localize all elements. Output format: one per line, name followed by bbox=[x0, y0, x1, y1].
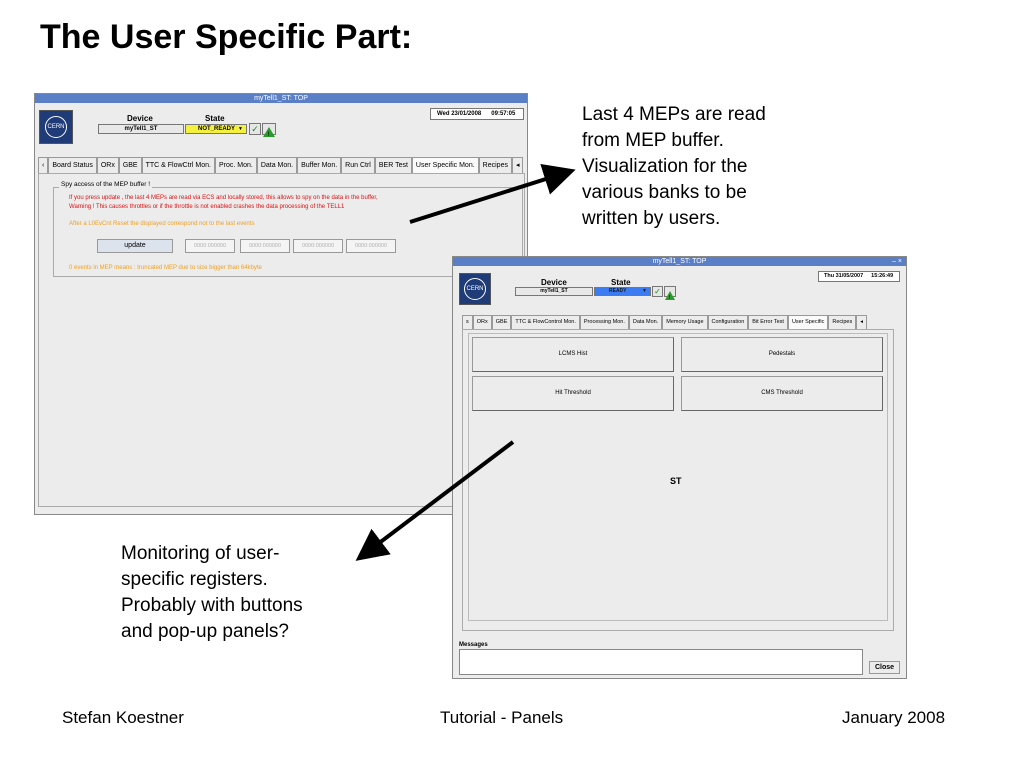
tab-scroll-right[interactable]: ◂ bbox=[856, 315, 867, 329]
tab-user-specific[interactable]: User Specific bbox=[787, 315, 829, 329]
date-time-box: Thu 31/05/2007 15:26:49 bbox=[818, 271, 900, 282]
tab-gbe[interactable]: GBE bbox=[118, 157, 142, 173]
cms-threshold-button[interactable]: CMS Threshold bbox=[681, 376, 883, 411]
window-controls[interactable]: – × bbox=[892, 258, 902, 265]
tab-data-mon[interactable]: Data Mon. bbox=[628, 315, 663, 329]
tab-ttc-flowctrl[interactable]: TTC & FlowCtrl Mon. bbox=[141, 157, 215, 173]
time-value: 09:57:05 bbox=[491, 111, 516, 117]
hit-threshold-button[interactable]: Hit Threshold bbox=[472, 376, 674, 411]
tab-orx[interactable]: ORx bbox=[472, 315, 492, 329]
state-selector[interactable]: NOT_READY▼ bbox=[185, 124, 247, 134]
tab-ber-test[interactable]: BER Test bbox=[374, 157, 412, 173]
center-label: ST bbox=[670, 476, 682, 486]
mep-field-3: 0000:000000 bbox=[293, 239, 343, 253]
state-label: State bbox=[611, 278, 631, 287]
device-label: Device bbox=[541, 278, 567, 287]
window-titlebar: myTell1_ST: TOP bbox=[35, 94, 527, 103]
tab-ttc-flowcontrol[interactable]: TTC & FlowControl Mon. bbox=[511, 315, 580, 329]
tab-memory-usage[interactable]: Memory Usage bbox=[662, 315, 708, 329]
cern-logo-ring: CERN bbox=[464, 278, 486, 300]
tab-scroll-left[interactable]: s bbox=[462, 315, 473, 329]
status-line: 0 events in MEP means : truncated MEP du… bbox=[69, 265, 262, 271]
close-button[interactable]: Close bbox=[869, 661, 900, 674]
tab-configuration[interactable]: Configuration bbox=[707, 315, 749, 329]
tab-processing-mon[interactable]: Processing Mon. bbox=[579, 315, 629, 329]
tab-scroll-right[interactable]: ◂ bbox=[511, 157, 524, 173]
tab-bit-error-test[interactable]: Bit Error Test bbox=[748, 315, 788, 329]
slide-title: The User Specific Part: bbox=[40, 18, 413, 56]
tab-run-ctrl[interactable]: Run Ctrl bbox=[341, 157, 375, 173]
update-button[interactable]: update bbox=[97, 239, 173, 253]
pedestals-button[interactable]: Pedestals bbox=[681, 337, 883, 372]
date-time-box: Wed 23/01/2008 09:57:05 bbox=[430, 108, 524, 120]
footer-author: Stefan Koestner bbox=[62, 708, 184, 727]
mep-field-4: 0000:000000 bbox=[346, 239, 396, 253]
chevron-down-icon: ▼ bbox=[238, 126, 243, 132]
state-selector[interactable]: READY▼ bbox=[594, 287, 651, 296]
cern-logo-ring: CERN bbox=[45, 116, 67, 138]
info-line-warning: Warning ! This causes throttles or if th… bbox=[69, 204, 345, 210]
device-field: myTell1_ST bbox=[515, 287, 593, 296]
group-title: Spy access of the MEP buffer ! bbox=[59, 181, 153, 188]
annotation-top: Last 4 MEPs are read from MEP buffer. Vi… bbox=[582, 104, 766, 229]
warning-icon[interactable]: ! bbox=[262, 123, 276, 138]
tab-proc-mon[interactable]: Proc. Mon. bbox=[214, 157, 257, 173]
tell1-window-back: myTell1_ST: TOP CERN Device myTell1_ST S… bbox=[34, 93, 528, 515]
svg-text:!: ! bbox=[669, 295, 671, 300]
check-icon[interactable]: ✓ bbox=[652, 286, 663, 297]
spy-access-group bbox=[53, 187, 523, 277]
footer-date: January 2008 bbox=[842, 708, 946, 727]
state-label: State bbox=[205, 114, 225, 123]
window-title: myTell1_ST: TOP bbox=[652, 258, 707, 265]
lcms-hist-button[interactable]: LCMS Hist bbox=[472, 337, 674, 372]
window-titlebar: myTell1_ST: TOP – × bbox=[453, 257, 906, 266]
info-line-update: If you press update , the last 4 MEPs ar… bbox=[69, 195, 378, 201]
cern-logo: CERN bbox=[39, 110, 73, 144]
check-icon[interactable]: ✓ bbox=[249, 123, 261, 135]
tab-bar: ‹ Board Status ORx GBE TTC & FlowCtrl Mo… bbox=[38, 157, 524, 173]
messages-box[interactable] bbox=[459, 649, 863, 675]
footer-title: Tutorial - Panels bbox=[440, 708, 564, 727]
tab-recipes[interactable]: Recipes bbox=[478, 157, 512, 173]
device-field: myTell1_ST bbox=[98, 124, 184, 134]
tab-bar: s ORx GBE TTC & FlowControl Mon. Process… bbox=[462, 315, 867, 329]
time-value: 15:26:49 bbox=[871, 273, 894, 279]
annotation-bottom: Monitoring of user- specific registers. … bbox=[121, 543, 303, 642]
warning-icon[interactable]: ! bbox=[664, 286, 676, 301]
mep-field-2: 0000:000000 bbox=[240, 239, 290, 253]
tab-orx[interactable]: ORx bbox=[96, 157, 119, 173]
date-value: Thu 31/05/2007 bbox=[824, 273, 864, 279]
tab-scroll-left[interactable]: ‹ bbox=[38, 157, 49, 173]
tell1-window-front: myTell1_ST: TOP – × CERN Device myTell1_S… bbox=[452, 256, 907, 679]
tab-data-mon[interactable]: Data Mon. bbox=[256, 157, 298, 173]
device-label: Device bbox=[127, 114, 153, 123]
tab-board-status[interactable]: Board Status bbox=[48, 157, 97, 173]
info-line-reset: After a L0EvCnt Reset the displayed corr… bbox=[69, 221, 255, 227]
svg-text:!: ! bbox=[268, 131, 270, 137]
tab-gbe[interactable]: GBE bbox=[491, 315, 512, 329]
chevron-down-icon: ▼ bbox=[642, 288, 647, 294]
mep-field-1: 0000:000000 bbox=[185, 239, 235, 253]
cern-logo: CERN bbox=[459, 273, 491, 305]
tab-recipes[interactable]: Recipes bbox=[828, 315, 857, 329]
tab-user-specific-mon[interactable]: User Specific Mon. bbox=[411, 157, 479, 173]
date-value: Wed 23/01/2008 bbox=[437, 111, 482, 117]
tab-buffer-mon[interactable]: Buffer Mon. bbox=[297, 157, 342, 173]
window-title: myTell1_ST: TOP bbox=[254, 95, 308, 102]
messages-label: Messages bbox=[459, 642, 488, 648]
